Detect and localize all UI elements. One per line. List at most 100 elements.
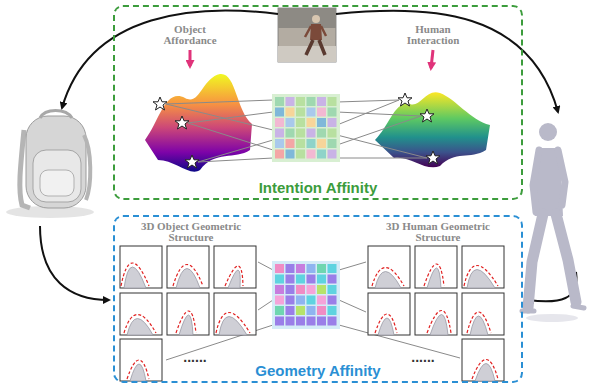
matrix-cell [296, 306, 305, 315]
matrix-cell [296, 264, 305, 273]
matrix-cell [286, 317, 295, 326]
matrix-cell [307, 296, 316, 305]
matrix-cell [317, 306, 326, 315]
matrix-cell [286, 108, 295, 117]
geometry-patch [462, 246, 504, 288]
matrix-cell [307, 264, 316, 273]
part-label: 3D Object Geometric Structure [130, 221, 252, 243]
geometry-patch [214, 293, 256, 335]
matrix-cell [307, 275, 316, 284]
matrix-cell [317, 129, 326, 138]
flow-arrow [62, 11, 278, 108]
matrix-cell [328, 129, 337, 138]
matrix-cell [307, 139, 316, 148]
matrix-cell [296, 97, 305, 106]
matrix-cell [296, 108, 305, 117]
matrix-cell [275, 139, 284, 148]
affinity-matrix [272, 94, 340, 162]
matrix-cell [307, 97, 316, 106]
matrix-cell [296, 129, 305, 138]
matrix-cell [286, 296, 295, 305]
panel-title: Intention Affinity [115, 179, 521, 196]
matrix-cell [317, 150, 326, 159]
matrix-cell [275, 129, 284, 138]
matrix-cell [328, 306, 337, 315]
part-label: 3D Human Geometric Structure [377, 221, 499, 243]
matrix-cell [317, 108, 326, 117]
matrix-cell [286, 129, 295, 138]
matrix-cell [328, 108, 337, 117]
matrix-cell [275, 306, 284, 315]
matrix-cell [317, 264, 326, 273]
matrix-cell [275, 296, 284, 305]
matrix-cell [296, 317, 305, 326]
matrix-cell [296, 118, 305, 127]
matrix-cell [296, 296, 305, 305]
matrix-cell [307, 108, 316, 117]
panel-title: Geometry Affinity [115, 362, 521, 379]
matrix-cell [307, 317, 316, 326]
matrix-cell [307, 306, 316, 315]
matrix-cell [328, 118, 337, 127]
pink-arrow [189, 50, 192, 66]
matrix-cell [328, 97, 337, 106]
matrix-cell [317, 296, 326, 305]
keypoint-stars [153, 93, 440, 168]
human-model [522, 123, 584, 322]
matrix-cell [328, 296, 337, 305]
matrix-cell [286, 275, 295, 284]
matrix-cell [317, 285, 326, 294]
matrix-cell [275, 285, 284, 294]
pink-arrow [431, 50, 433, 68]
geometry-patch [415, 293, 457, 335]
matrix-cell [307, 150, 316, 159]
flow-arrow [40, 226, 109, 300]
geometry-patch [368, 246, 410, 288]
matrix-ground [272, 94, 340, 162]
matrix-cell [275, 150, 284, 159]
affinity-matrix [272, 261, 340, 329]
matrix-cell [307, 118, 316, 127]
matrix-cell [286, 118, 295, 127]
matrix-cell [286, 150, 295, 159]
matrix-cell [286, 306, 295, 315]
matrix-cell [317, 139, 326, 148]
matrix-cell [307, 285, 316, 294]
matrix-cell [275, 118, 284, 127]
geometry-patch [462, 293, 504, 335]
matrix-cell [286, 264, 295, 273]
matrix-cell [328, 275, 337, 284]
matrix-cell [307, 129, 316, 138]
geometry-patch [120, 339, 162, 381]
geometry-patch [214, 246, 256, 288]
ellipsis: ...... [170, 350, 220, 364]
matrix-cell [328, 139, 337, 148]
geometry-patch [167, 246, 209, 288]
geometry-patch [120, 293, 162, 335]
part-label: Human Interaction [393, 24, 473, 46]
geometry-patch [368, 293, 410, 335]
matrix-cell [275, 97, 284, 106]
matrix-cell [275, 264, 284, 273]
matrix-cell [286, 139, 295, 148]
matrix-cell [296, 285, 305, 294]
matrix-cell [317, 118, 326, 127]
matrix-cell [328, 150, 337, 159]
matrix-cell [275, 108, 284, 117]
matrix-cell [286, 97, 295, 106]
matrix-ground [272, 261, 340, 329]
matrix-cell [328, 285, 337, 294]
matrix-cell [317, 317, 326, 326]
geometry-patch [167, 293, 209, 335]
matrix-cell [286, 285, 295, 294]
affordance-surface [145, 74, 252, 172]
input-photo [278, 8, 336, 62]
part-label: Object Affordance [150, 24, 230, 46]
matrix-cell [275, 317, 284, 326]
geometry-patch [415, 246, 457, 288]
matrix-cell [317, 275, 326, 284]
geometry-patch [462, 339, 504, 381]
matrix-cell [275, 275, 284, 284]
link-lines [166, 100, 427, 162]
